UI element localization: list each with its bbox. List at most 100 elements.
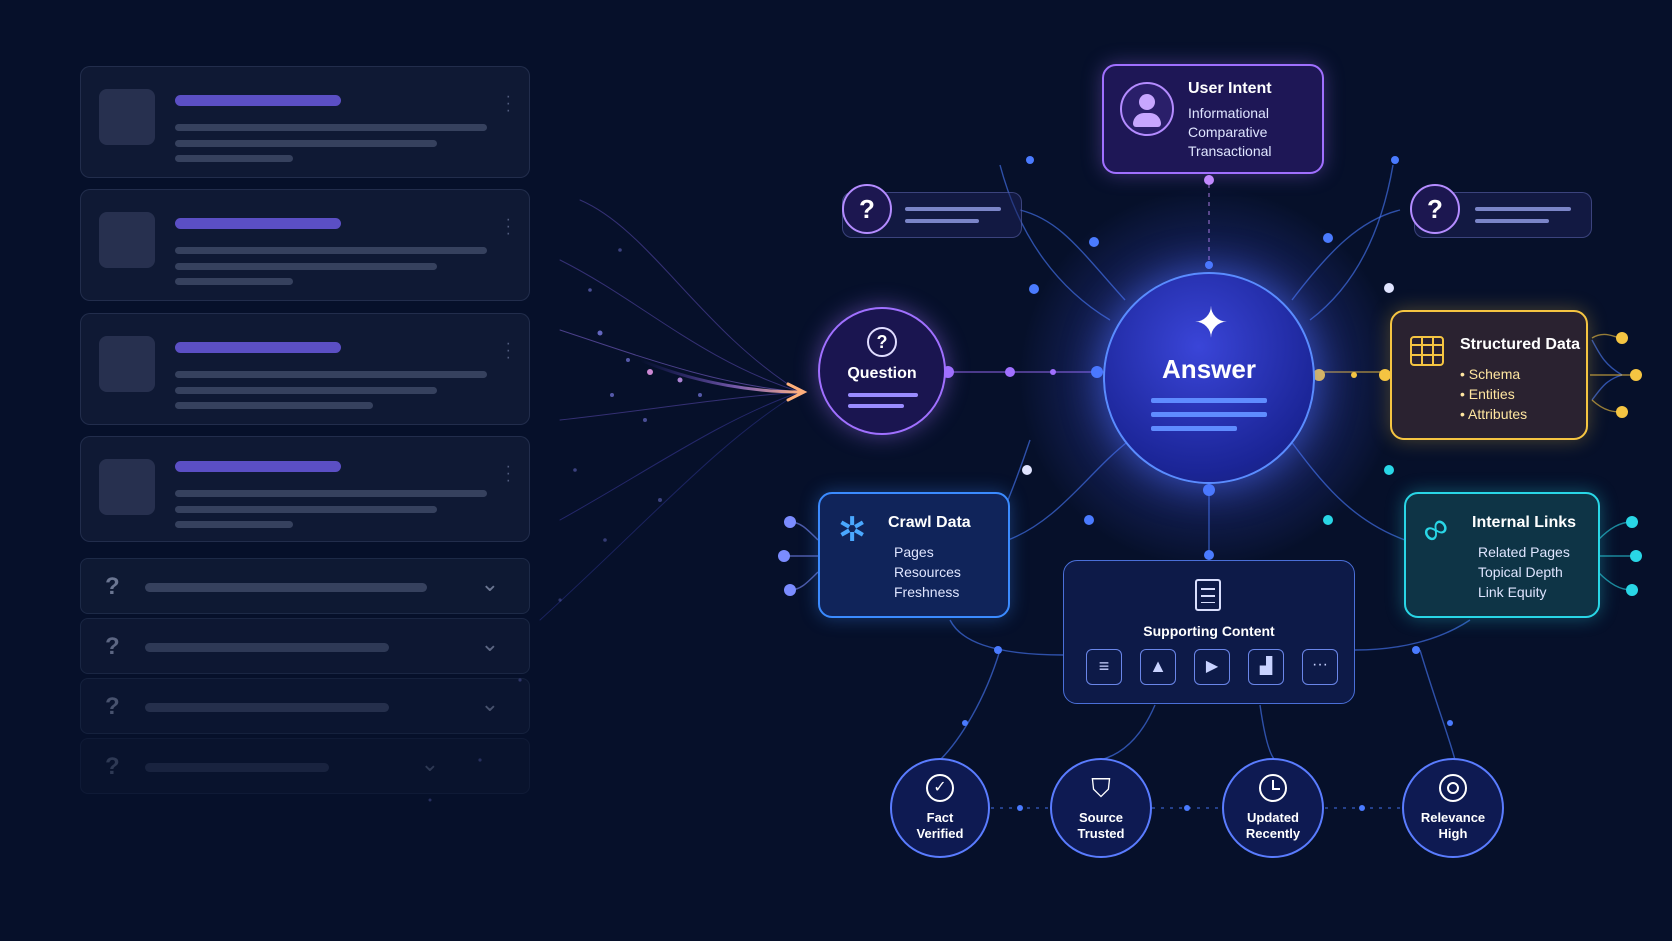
internal-links-item: Related Pages — [1478, 544, 1570, 560]
question-text-bar — [848, 404, 904, 408]
faq-text-bar — [145, 643, 389, 652]
result-card[interactable]: ··· — [80, 313, 530, 425]
crawl-data-node[interactable]: ✲ Crawl Data Pages Resources Freshness — [818, 492, 1010, 618]
faq-question-icon: ? — [105, 573, 120, 600]
answer-text-bar — [1151, 412, 1267, 417]
media-image-icon[interactable]: ▲ — [1140, 649, 1176, 685]
result-text-bar — [175, 402, 373, 409]
question-node[interactable]: ? Question — [818, 307, 946, 435]
clock-icon — [1259, 774, 1287, 802]
internal-links-item: Link Equity — [1478, 584, 1547, 600]
chevron-down-icon[interactable]: ⌄ — [420, 751, 439, 776]
crawl-data-title: Crawl Data — [888, 514, 971, 531]
signal-label: High — [1438, 826, 1468, 841]
crawl-data-item: Freshness — [894, 584, 960, 600]
user-icon — [1120, 82, 1174, 136]
result-title-bar — [175, 342, 341, 353]
signal-updated-recently[interactable]: Updated Recently — [1222, 758, 1324, 858]
more-menu-icon[interactable]: ··· — [505, 88, 511, 119]
result-thumbnail — [99, 212, 155, 268]
faq-text-bar — [145, 763, 329, 772]
result-text-bar — [175, 371, 487, 378]
more-menu-icon[interactable]: ··· — [505, 335, 511, 366]
signal-label: Relevance — [1420, 810, 1486, 825]
signal-fact-verified[interactable]: ✓ Fact Verified — [890, 758, 990, 858]
faq-item[interactable]: ? ⌄ — [80, 618, 530, 674]
user-intent-title: User Intent — [1188, 80, 1272, 97]
table-icon — [1410, 336, 1444, 366]
internal-links-title: Internal Links — [1472, 514, 1577, 531]
structured-data-item: • Attributes — [1460, 406, 1528, 422]
result-text-bar — [175, 521, 293, 528]
link-icon: ∞ — [1412, 504, 1457, 553]
faq-question-icon: ? — [105, 633, 120, 660]
faq-question-icon: ? — [105, 753, 120, 780]
result-card[interactable]: ··· — [80, 436, 530, 542]
result-text-bar — [175, 124, 487, 131]
result-text-bar — [175, 506, 437, 513]
target-icon — [1439, 774, 1467, 802]
chevron-down-icon[interactable]: ⌄ — [480, 571, 499, 596]
result-title-bar — [175, 95, 341, 106]
internal-links-item: Topical Depth — [1478, 564, 1563, 580]
side-question-left-icon: ? — [842, 184, 892, 234]
result-text-bar — [175, 387, 437, 394]
supporting-content-title: Supporting Content — [1143, 623, 1275, 639]
structured-data-item: • Entities — [1460, 386, 1515, 402]
result-text-bar — [175, 247, 487, 254]
supporting-content-node[interactable]: Supporting Content ≡ ▲ ▶ ▟ ··· — [1063, 560, 1355, 704]
result-thumbnail — [99, 89, 155, 145]
result-title-bar — [175, 461, 341, 472]
internal-links-node[interactable]: ∞ Internal Links Related Pages Topical D… — [1404, 492, 1600, 618]
more-menu-icon[interactable]: ··· — [505, 211, 511, 242]
spider-icon: ✲ — [838, 511, 867, 549]
result-text-bar — [175, 155, 293, 162]
user-intent-node[interactable]: User Intent Informational Comparative Tr… — [1102, 64, 1324, 174]
result-text-bar — [175, 263, 437, 270]
answer-node[interactable]: ✦ Answer — [1103, 272, 1315, 484]
chevron-down-icon[interactable]: ⌄ — [480, 691, 499, 716]
signal-label: Trusted — [1077, 826, 1125, 841]
more-menu-icon[interactable]: ··· — [505, 458, 511, 489]
result-text-bar — [175, 140, 437, 147]
particle-stream — [539, 199, 808, 621]
answer-label: Answer — [1162, 354, 1256, 384]
faq-item[interactable]: ? ⌄ — [80, 558, 530, 614]
faq-text-bar — [145, 703, 389, 712]
result-text-bar — [175, 490, 487, 497]
signal-relevance-high[interactable]: Relevance High — [1402, 758, 1504, 858]
connection-dots — [778, 156, 1642, 811]
faq-item[interactable]: ? ⌄ — [80, 738, 530, 794]
media-video-icon[interactable]: ▶ — [1194, 649, 1230, 685]
signal-label: Verified — [916, 826, 964, 841]
structured-data-item: • Schema — [1460, 366, 1521, 382]
faq-item[interactable]: ? ⌄ — [80, 678, 530, 734]
signal-label: Updated — [1247, 810, 1299, 825]
sparkle-icon: ✦ — [1193, 299, 1229, 346]
signal-label: Source — [1078, 810, 1124, 825]
signal-label: Fact — [926, 810, 954, 825]
media-chart-icon[interactable]: ▟ — [1248, 649, 1284, 685]
answer-text-bar — [1151, 398, 1267, 403]
signal-source-trusted[interactable]: ⛉ Source Trusted — [1050, 758, 1152, 858]
faq-question-icon: ? — [105, 693, 120, 720]
side-question-right-icon: ? — [1410, 184, 1460, 234]
user-intent-item: Comparative — [1188, 124, 1268, 140]
shield-icon: ⛉ — [1091, 773, 1111, 803]
crawl-data-item: Resources — [894, 564, 961, 580]
chevron-down-icon[interactable]: ⌄ — [480, 631, 499, 656]
answer-text-bar — [1151, 426, 1237, 431]
connection-lines — [784, 164, 1636, 809]
result-card[interactable]: ··· — [80, 189, 530, 301]
result-card[interactable]: ··· — [80, 66, 530, 178]
user-intent-item: Informational — [1188, 105, 1269, 121]
user-intent-item: Transactional — [1188, 143, 1272, 159]
media-more-icon[interactable]: ··· — [1302, 649, 1338, 685]
structured-data-title: Structured Data — [1460, 336, 1581, 353]
check-icon: ✓ — [926, 774, 954, 802]
question-text-bar — [848, 393, 918, 397]
structured-data-node[interactable]: Structured Data • Schema • Entities • At… — [1390, 310, 1588, 440]
particle-dots — [428, 248, 702, 802]
crawl-data-item: Pages — [894, 544, 934, 560]
media-document-icon[interactable]: ≡ — [1086, 649, 1122, 685]
